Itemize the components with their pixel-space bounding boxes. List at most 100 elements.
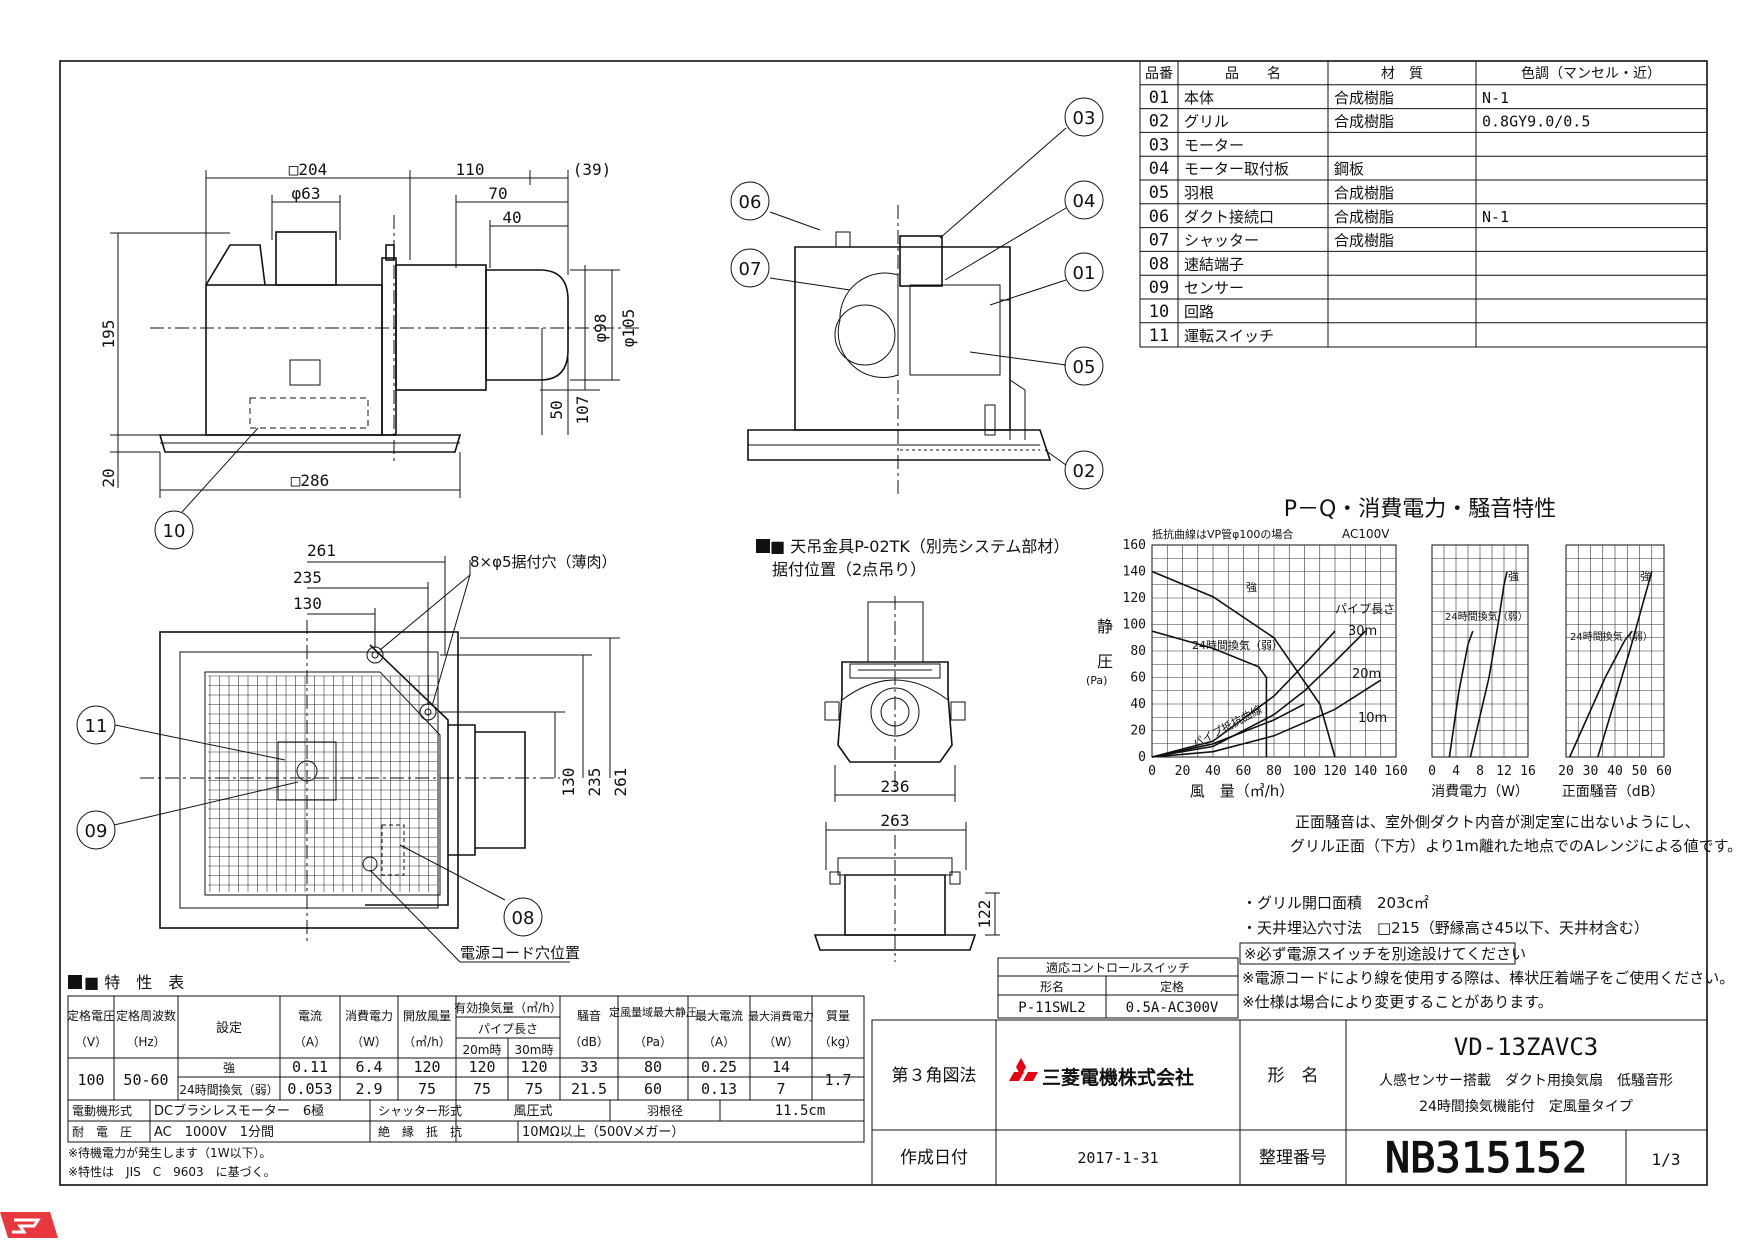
part-name: 運転スイッチ: [1184, 327, 1274, 345]
dim-122: 122: [975, 900, 994, 929]
x-tick: 140: [1354, 764, 1377, 779]
spec-cell: 0.053: [287, 1080, 332, 1098]
parts-header-name: 品 名: [1225, 66, 1281, 82]
callout-02: [1064, 450, 1104, 490]
callout-label-02: 02: [1073, 461, 1096, 482]
callout-label-11: 11: [85, 716, 108, 737]
dim-235-h: 235: [293, 568, 322, 587]
spec-cell: 24時間換気（弱）: [179, 1082, 278, 1097]
spec-cell: 6.4: [355, 1058, 382, 1076]
dim-236: 236: [881, 777, 910, 796]
model-desc-1: 人感センサー搭載 ダクト用換気扇 低騒音形: [1379, 1072, 1673, 1089]
spec-cell: 0.25: [701, 1058, 737, 1076]
val-voltage: 100: [77, 1071, 104, 1089]
motor-value: DCブラシレスモーター 6極: [154, 1103, 324, 1119]
hanger-views: ■ 天吊金具P-02TK（別売システム部材） 据付位置（2点吊り） 236 26…: [756, 537, 1069, 962]
y-tick: 140: [1123, 565, 1146, 580]
spec-cell: 0.13: [701, 1080, 737, 1098]
label-20m: 20m: [1352, 667, 1381, 682]
switch-table-title: 適応コントロールスイッチ: [1046, 960, 1190, 975]
label-power-strong: 強: [1508, 570, 1519, 583]
y-tick: 20: [1130, 724, 1146, 739]
blade-label: 羽根径: [647, 1104, 683, 1118]
callout-11: [76, 705, 116, 745]
withstand-label: 耐 電 圧: [72, 1125, 132, 1139]
u-voltage: （V）: [75, 1035, 107, 1049]
part-no: 03: [1149, 135, 1169, 155]
h-power: 消費電力: [345, 1008, 393, 1023]
number-label: 整理番号: [1259, 1148, 1327, 1168]
callout-09: [76, 810, 116, 850]
callout-label-07: 07: [739, 259, 762, 280]
spec-cell: 75: [473, 1080, 491, 1098]
h-freq: 定格周波数: [116, 1008, 176, 1023]
part-name: ダクト接続口: [1184, 208, 1274, 226]
part-no: 05: [1149, 183, 1169, 203]
series-power-strong: [1469, 571, 1508, 758]
series-noise-strong: [1597, 571, 1653, 758]
h-voltage: 定格電圧: [67, 1008, 115, 1023]
part-material: 合成樹脂: [1334, 184, 1394, 202]
callout-07: [730, 248, 770, 288]
dim-phi63: φ63: [292, 184, 321, 203]
parts-header-color: 色調（マンセル・近）: [1521, 65, 1661, 82]
callout-03: [1064, 97, 1104, 137]
switch-rating: 0.5A-AC300V: [1126, 1000, 1219, 1016]
h-noise: 騒音: [577, 1008, 601, 1023]
callout-label-05: 05: [1073, 357, 1096, 378]
spec-cell: 120: [413, 1058, 440, 1076]
part-no: 06: [1149, 207, 1169, 227]
callout-10-label: 10: [163, 521, 186, 542]
x-tick: 0: [1428, 764, 1436, 779]
spec-foot-2: ※特性は JIS C 9603 に基づく。: [68, 1164, 276, 1179]
label-pipe-length: パイプ長さ: [1335, 602, 1395, 616]
part-no: 08: [1149, 254, 1169, 274]
h-max-power: 最大消費電力: [748, 1009, 814, 1023]
x-tick: 4: [1452, 764, 1460, 779]
h-max-current: 最大電流: [695, 1009, 743, 1023]
label-strong: 強: [1246, 581, 1257, 594]
part-material: 鋼板: [1334, 160, 1364, 178]
h-30m: 30m時: [515, 1043, 554, 1057]
note-switch: ※必ず電源スイッチを別途設けてください: [1244, 945, 1526, 963]
part-color: 0.8GY9.0/0.5: [1482, 113, 1590, 131]
x-tick: 16: [1520, 764, 1536, 779]
x-tick: 30: [1583, 764, 1599, 779]
dim-195: 195: [99, 320, 118, 349]
dim-204: □204: [289, 160, 328, 179]
chart-note: 抵抗曲線はVP管φ100の場合: [1152, 527, 1293, 541]
spec-title: ■ 特 性 表: [84, 973, 184, 992]
bottom-view: 261 235 130 130 235 261 8×φ5据付穴（薄肉） 電源コー…: [76, 541, 630, 963]
note-terminal: ※電源コードにより線を使用する際は、棒状圧着端子をご使用ください。: [1242, 969, 1734, 987]
callout-label-03: 03: [1073, 108, 1096, 129]
callout-label-01: 01: [1073, 263, 1096, 284]
x-tick: 0: [1148, 764, 1156, 779]
series-noise-24h: [1568, 630, 1633, 758]
hanger-title: ■ 天吊金具P-02TK（別売システム部材）: [770, 537, 1069, 556]
x-tick: 20: [1558, 764, 1574, 779]
model-number: VD-13ZAVC3: [1454, 1033, 1599, 1061]
model-label: 形 名: [1268, 1066, 1319, 1086]
x-tick: 40: [1205, 764, 1221, 779]
dim-20: 20: [99, 468, 118, 487]
h-pipe-len: パイプ長さ: [478, 1022, 538, 1036]
pq-chart-area: P－Q・消費電力・騒音特性 抵抗曲線はVP管φ100の場合 AC100V 静 圧…: [1086, 497, 1742, 855]
part-no: 09: [1149, 278, 1169, 298]
dim-263: 263: [881, 811, 910, 830]
drawing-number: NB315152: [1385, 1133, 1587, 1182]
chart-title: P－Q・消費電力・騒音特性: [1284, 497, 1557, 522]
dim-70: 70: [488, 184, 507, 203]
switch-model: P-11SWL2: [1018, 1000, 1085, 1016]
part-color: N-1: [1482, 89, 1509, 107]
part-name: モーター取付板: [1184, 160, 1289, 178]
y-tick: 60: [1130, 671, 1146, 686]
part-name: 本体: [1184, 89, 1214, 107]
spec-cell: 75: [525, 1080, 543, 1098]
insulation-value: 10MΩ以上（500Vメガー）: [522, 1125, 684, 1140]
x-tick: 60: [1236, 764, 1252, 779]
part-no: 10: [1149, 302, 1169, 322]
y-tick: 0: [1138, 750, 1146, 765]
series-10m: [1151, 679, 1382, 758]
callout-label-08: 08: [512, 908, 535, 929]
